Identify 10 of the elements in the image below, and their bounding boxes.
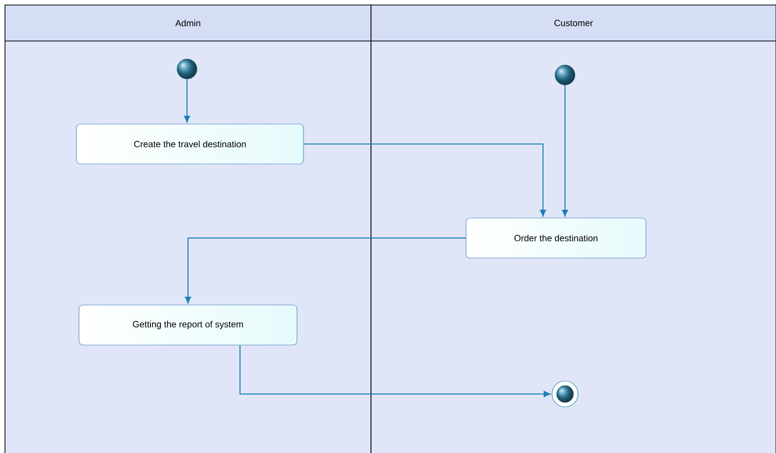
start-node — [554, 64, 576, 86]
start-node — [176, 58, 198, 80]
arrow — [303, 144, 546, 216]
action-box: Create the travel destination — [76, 124, 304, 164]
arrow — [184, 78, 190, 122]
arrow — [562, 84, 568, 216]
arrow — [184, 238, 466, 304]
action-box: Order the destination — [466, 218, 646, 258]
arrow — [240, 344, 550, 398]
action-box: Getting the report of system — [78, 304, 298, 346]
